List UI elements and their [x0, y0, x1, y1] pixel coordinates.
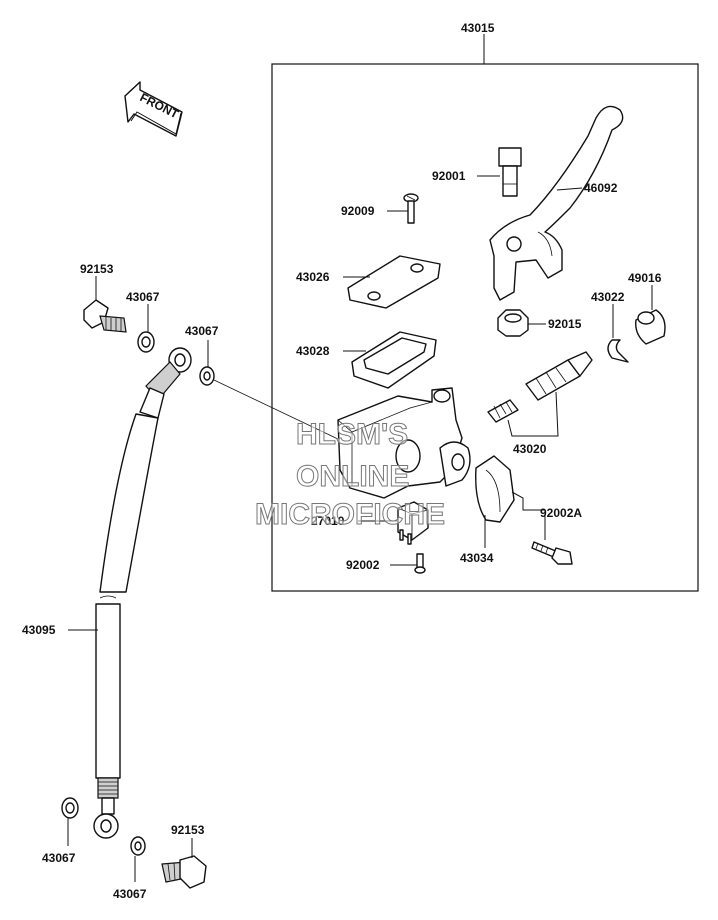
leader-43020: [507, 391, 559, 437]
label-43020: 43020: [513, 442, 547, 456]
leader-46092: [556, 187, 583, 191]
front-arrow: FRONT: [124, 81, 183, 137]
label-27010: 27010: [311, 514, 345, 528]
label-43067-top-right: 43067: [185, 324, 219, 338]
label-92015: 92015: [548, 317, 582, 331]
watermark-line-1: HLSM'S: [296, 418, 408, 451]
banjo-bolt-bottom: [161, 855, 207, 889]
banjo-bolt-top: [83, 299, 127, 333]
label-43015: 43015: [461, 21, 495, 35]
pivot-nut: [497, 309, 529, 337]
label-46092: 46092: [584, 181, 618, 195]
pivot-bolt: [498, 147, 522, 197]
leader-92002a: [511, 491, 546, 540]
label-92009: 92009: [341, 204, 375, 218]
label-43067-bottom-left: 43067: [42, 851, 76, 865]
label-92153-top: 92153: [80, 262, 114, 276]
handlebar-clamp: [475, 455, 515, 523]
brake-lever: [489, 105, 624, 301]
watermark-line-2: ONLINE: [296, 460, 409, 493]
label-43067-top-left: 43067: [126, 290, 160, 304]
label-92002: 92002: [346, 558, 380, 572]
clamp-bolt: [531, 541, 573, 565]
label-49016: 49016: [628, 271, 662, 285]
switch-screw: [414, 553, 426, 574]
brake-hose: [93, 347, 192, 839]
reservoir-cap: [347, 255, 441, 309]
assembly-frame: [271, 63, 699, 592]
piston-kit: [487, 351, 593, 423]
watermark: HLSM'S ONLINE MICROFICHE: [255, 418, 446, 532]
label-43095: 43095: [22, 623, 56, 637]
dust-boot: [635, 309, 666, 345]
label-92002a: 92002A: [540, 506, 582, 520]
label-92153-bottom: 92153: [171, 823, 205, 837]
cap-screw: [403, 193, 419, 224]
washer-alignment-line: [213, 379, 341, 441]
label-43028: 43028: [296, 344, 330, 358]
label-92001: 92001: [432, 169, 466, 183]
watermark-line-3: MICROFICHE: [255, 498, 445, 531]
brake-switch: [397, 501, 429, 545]
master-cylinder-body: [337, 387, 471, 499]
circlip: [607, 339, 629, 363]
label-43034: 43034: [460, 551, 494, 565]
label-43067-bottom-right: 43067: [113, 887, 147, 901]
label-43022: 43022: [591, 290, 625, 304]
diaphragm: [351, 331, 437, 389]
label-43026: 43026: [296, 270, 330, 284]
